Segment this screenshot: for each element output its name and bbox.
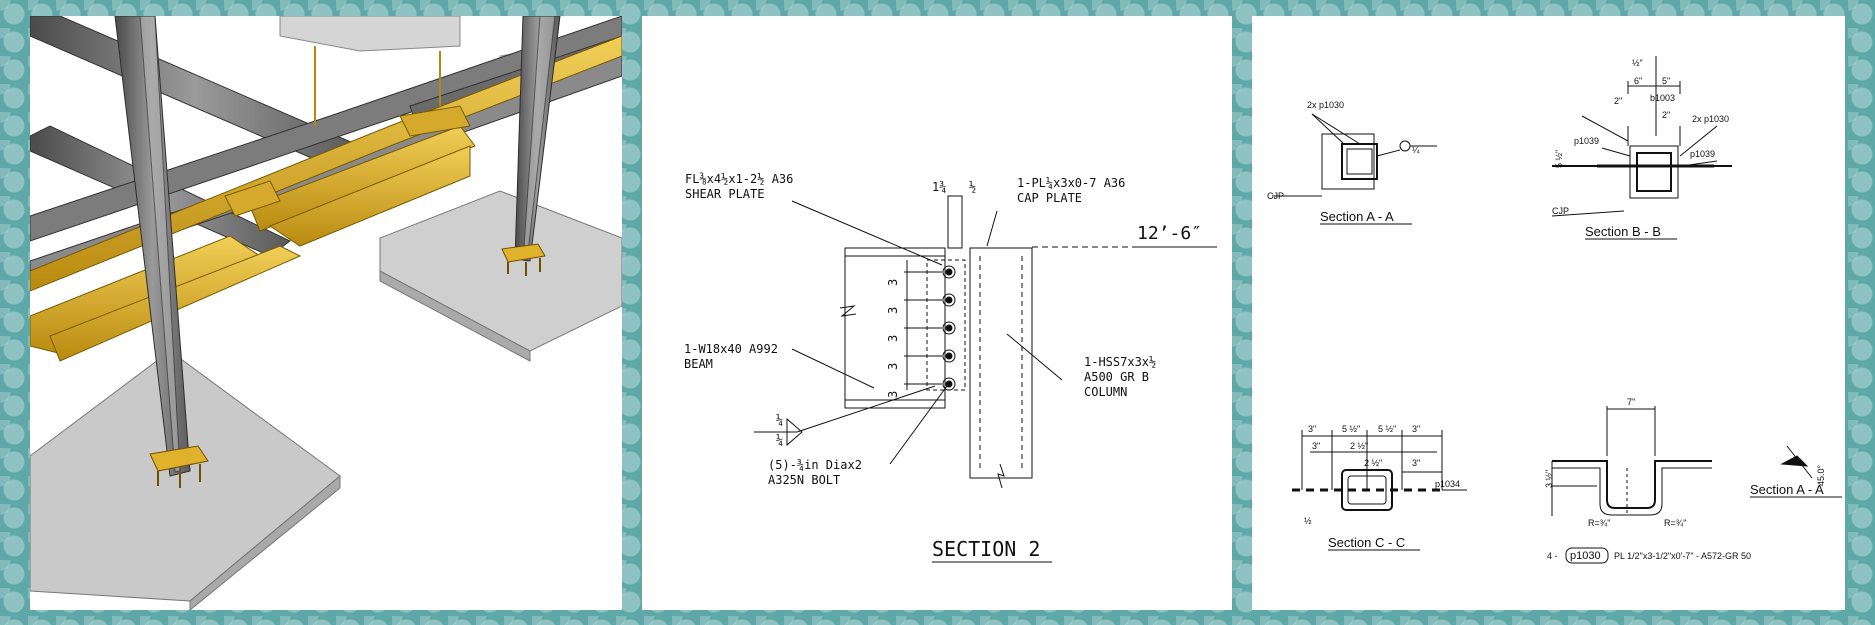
weld-label: ½ [1304,516,1312,526]
dimension-label: 3" [1412,458,1420,468]
dimension-label: 5 ½" [1554,150,1564,168]
beam-outline [839,247,946,409]
shop-drawing-sections: 2x p1030 CJP ¼ Section A - A ½" [1267,56,1842,564]
spacing-label: 3 [886,363,900,370]
spacing-label: 3 [886,335,900,342]
radius-label: R=¾" [1588,518,1610,528]
shop-drawing-panel: 2x p1030 CJP ¼ Section A - A ½" [1252,16,1845,610]
section-2-panel: 3 3 3 3 3 FL⅜x4½x1-2½ A36 SHEAR PLATE 1¾… [642,16,1232,610]
dimension-label: 2 ½" [1364,458,1382,468]
bent-plate-detail: 7" 3 ½" R=¾" R=¾" 45.0° Section A - A 4 … [1544,397,1842,564]
shear-plate [926,259,966,391]
dimension-label: ½" [1632,58,1643,68]
base-plate-right [501,243,546,276]
dimension-label: 2" [1662,110,1670,120]
weld-size-label: ¼ [776,413,783,427]
spacing-label: 3 [886,391,900,398]
dimension-label: 1¾ [932,180,946,194]
cap-plate-label: CAP PLATE [1017,191,1082,205]
weld-size-label: ¼ [776,433,783,447]
dimension-label: ½ [969,180,976,194]
structure-3d-view [30,16,622,610]
column-label: A500 GR B [1084,370,1149,384]
part-mark: p1039 [1574,136,1599,146]
footing-right [379,190,622,362]
bolt-label: (5)-¾in Diax2 [768,458,862,472]
footing-left [30,350,341,610]
spacing-label: 3 [886,307,900,314]
part-mark: 2x p1030 [1692,114,1729,124]
beam-label: 1-W18x40 A992 [684,342,778,356]
column-label: 1-HSS7x3x½ [1084,355,1156,369]
section-title: Section A - A [1750,482,1824,497]
dimension-label: 2 ½" [1350,441,1368,451]
dimension-label: 7" [1627,397,1635,407]
section-b-b: ½" 6" 5" 2" 2" b1003 2x p1030 p1039 p103… [1551,56,1732,240]
bolt-spacing-labels: 3 3 3 3 3 [886,279,900,398]
weld-symbol [754,417,803,447]
connection-detail-drawing: 3 3 3 3 3 FL⅜x4½x1-2½ A36 SHEAR PLATE 1¾… [684,172,1217,563]
part-mark: b1003 [1650,93,1675,103]
bom-quantity: 4 - [1547,551,1558,561]
cap-plate-label: 1-PL¼x3x0-7 A36 [1017,176,1125,190]
section-title: SECTION 2 [932,537,1040,561]
bolt-label: A325N BOLT [768,473,840,487]
section-title: Section B - B [1585,224,1661,239]
section-a-a: 2x p1030 CJP ¼ Section A - A [1267,100,1437,225]
cjp-label: CJP [1267,191,1284,201]
dimension-label: 5" [1662,76,1670,86]
radius-label: R=¾" [1664,518,1686,528]
beam-label: BEAM [684,357,713,371]
shear-plate-label: SHEAR PLATE [685,187,764,201]
column-outline [969,247,1033,489]
plate-callout: 2x p1030 [1307,100,1344,110]
dimension-label: 6" [1634,76,1642,86]
dimension-label: 5 ½" [1378,424,1396,434]
part-mark: p1039 [1690,149,1715,159]
spacing-label: 3 [886,279,900,286]
base-plate-left [149,445,209,488]
dimension-label: 3" [1308,424,1316,434]
dimension-label: 5 ½" [1342,424,1360,434]
bom-description: PL 1/2"x3-1/2"x0'-7" - A572-GR 50 [1614,551,1751,561]
cjp-label: CJP [1552,206,1569,216]
dimension-label: 2" [1614,96,1622,106]
dimension-label: 3" [1412,424,1420,434]
section-c-c: 3" 5 ½" 5 ½" 3" 3" 2 ½" 2 ½" 3" p1034 ½ … [1292,424,1467,551]
yellow-beams [30,35,622,362]
columns [114,16,561,477]
bom-mark: p1030 [1570,550,1601,562]
column-label: COLUMN [1084,385,1127,399]
elevation-label: 12’-6″ [1137,223,1202,244]
section-title: Section A - A [1320,209,1394,224]
part-mark: p1034 [1435,479,1460,489]
shear-plate-label: FL⅜x4½x1-2½ A36 [685,172,793,186]
model-3d-panel [30,16,622,610]
section-title: Section C - C [1328,535,1405,550]
weld-label: ¼ [1412,145,1420,155]
angle-label: 45.0° [1816,464,1826,486]
dimension-label: 3" [1312,441,1320,451]
bolts [904,260,956,391]
dimension-label: 3 ½" [1544,470,1554,488]
